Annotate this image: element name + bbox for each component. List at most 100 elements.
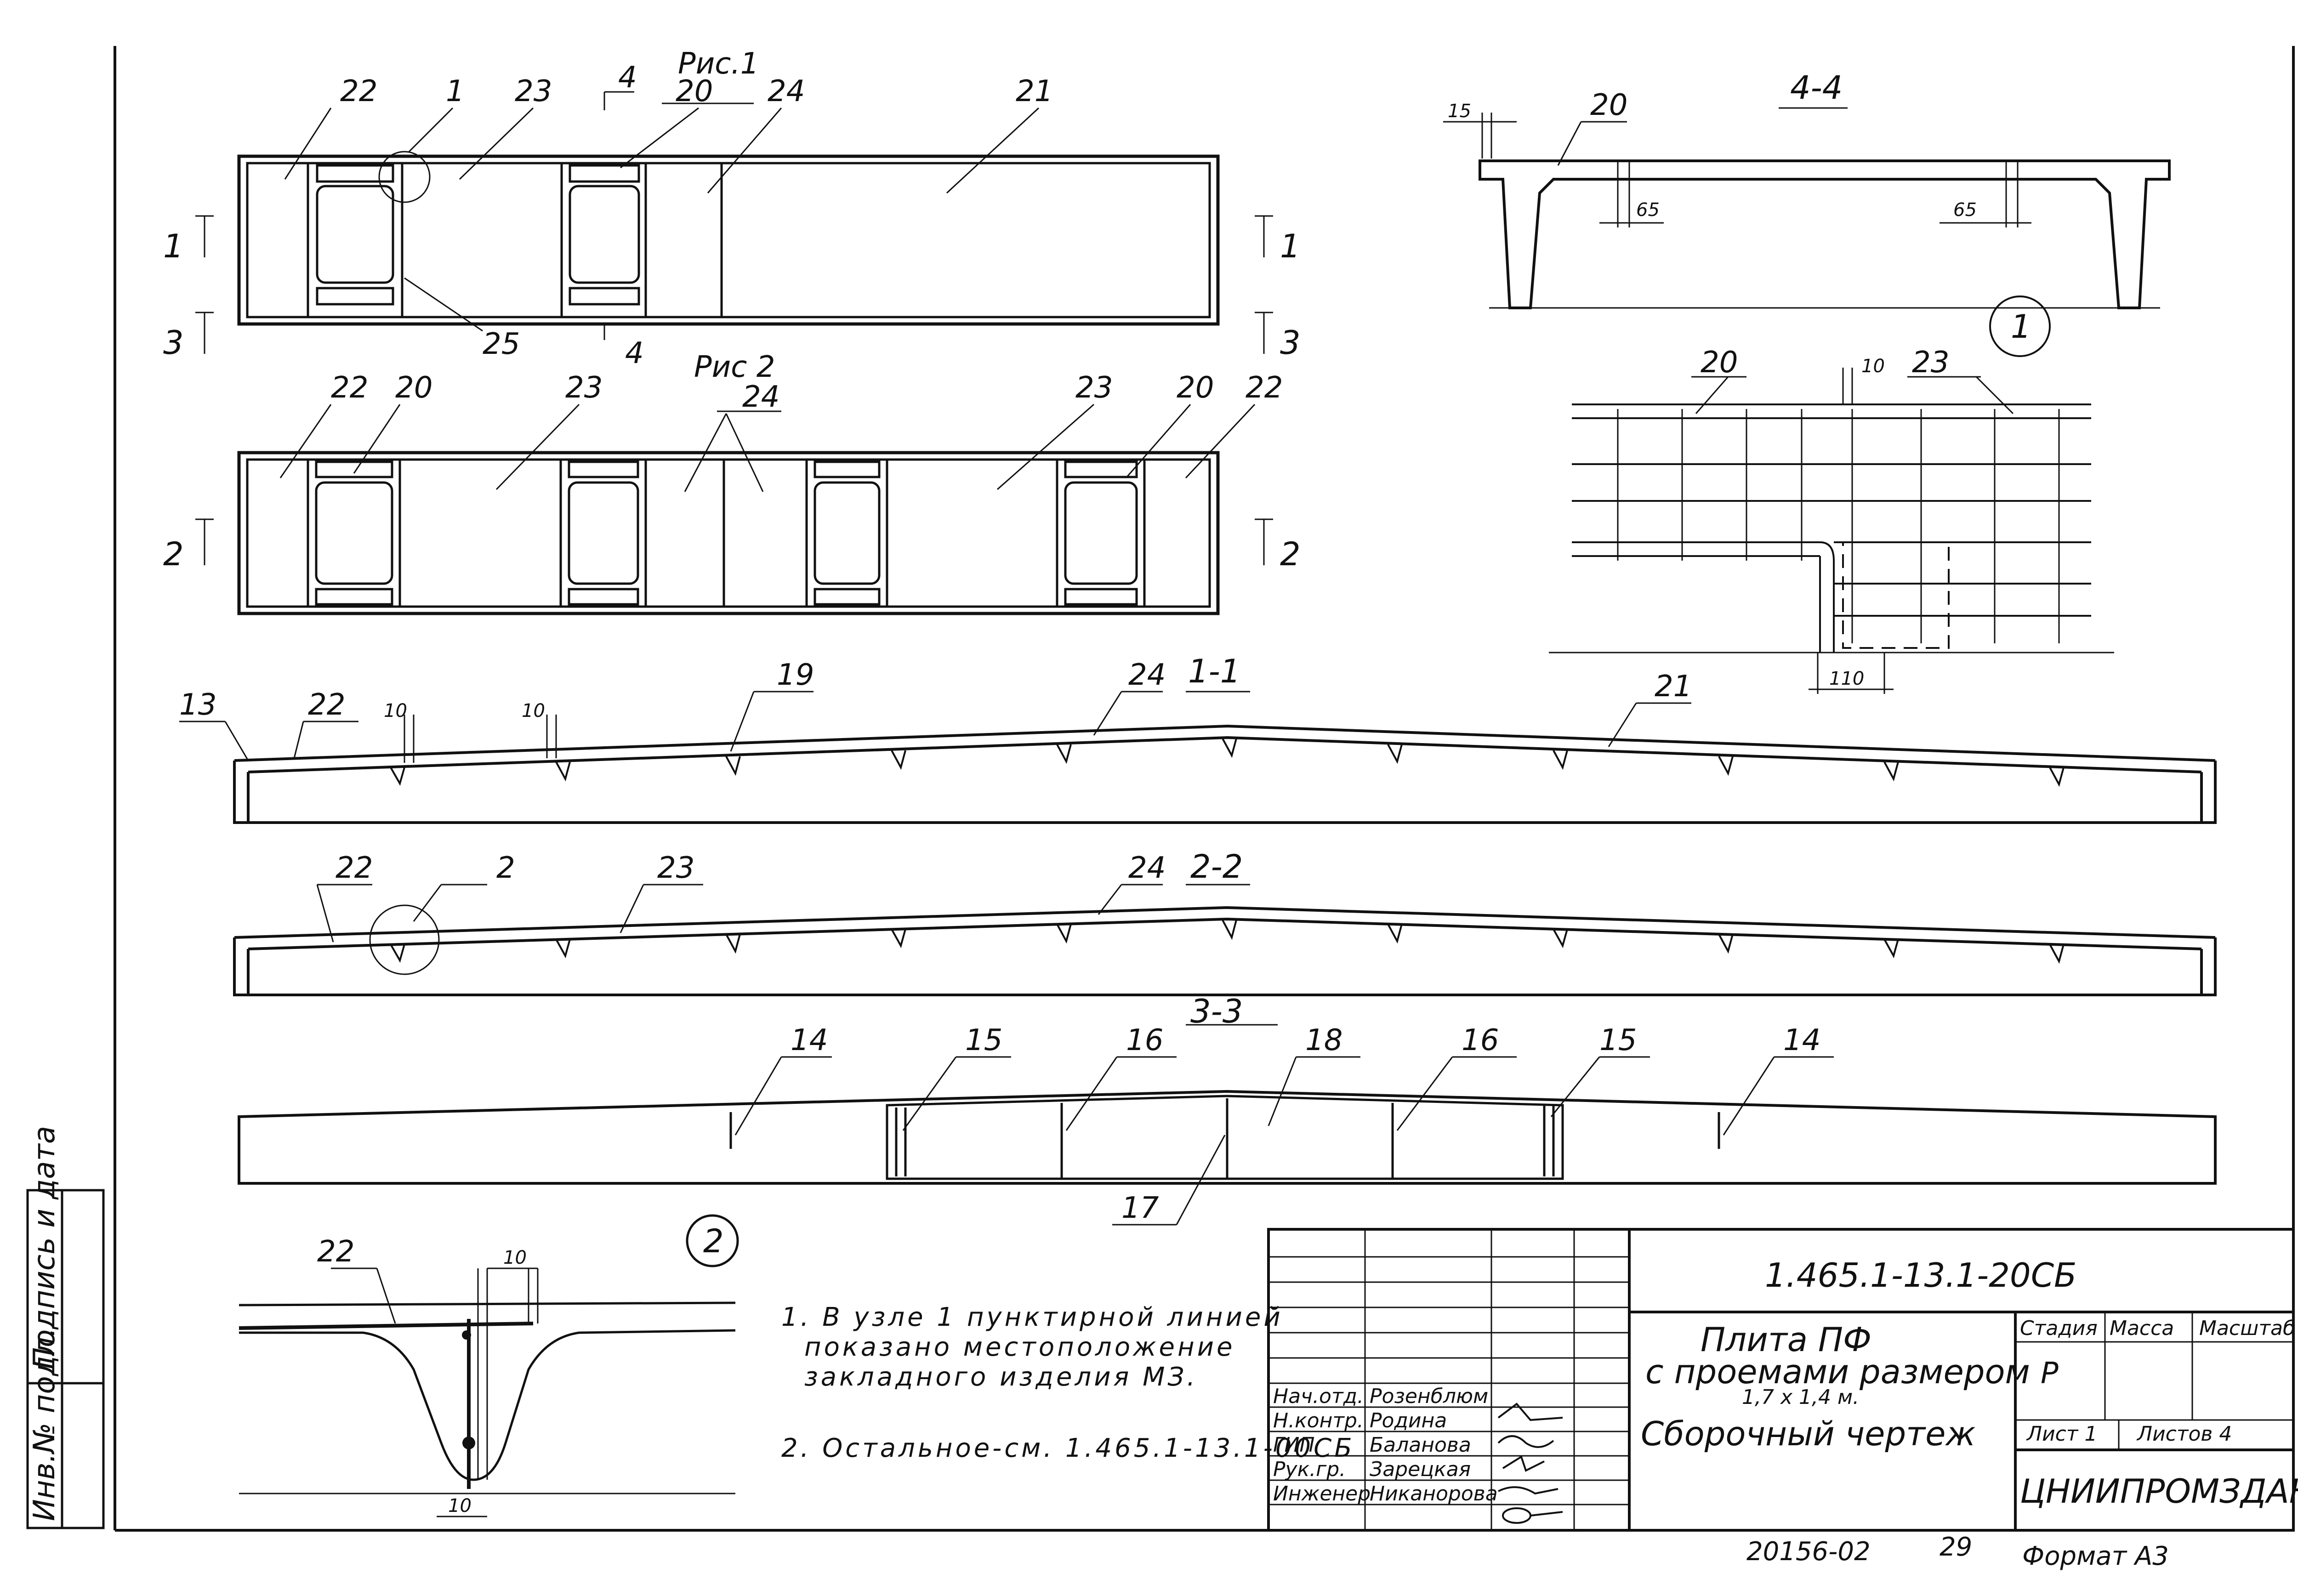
section-2-2-label-23: 23 <box>657 851 694 885</box>
product-name-line-4: Сборочный чертеж <box>1641 1414 1975 1453</box>
plan-a-label-25: 25 <box>483 327 520 361</box>
page-number: 29 <box>1940 1532 1972 1562</box>
node-2-dim-10b: 10 <box>448 1495 472 1516</box>
plan-b-label-24: 24 <box>742 380 779 414</box>
section-3-3-label-14b: 14 <box>1783 1023 1820 1057</box>
node-2-rebar-dot-top <box>462 1330 471 1340</box>
plan-b-label-22b: 22 <box>1246 371 1283 405</box>
section-3-3: 3-3 14 15 16 18 16 15 14 17 <box>238 993 2217 1226</box>
node-2: 2 22 10 10 <box>239 1214 739 1517</box>
section-4-4-dim-65b: 65 <box>1953 199 1977 221</box>
staff-role-4: Рук.гр. <box>1273 1458 1346 1481</box>
section-3-3-label-15a: 15 <box>965 1023 1002 1057</box>
staff-role-3: ГИП <box>1273 1433 1315 1457</box>
plan-a-label-1: 1 <box>446 74 465 108</box>
product-name-line-3: 1,7 х 1,4 м. <box>1742 1386 1859 1409</box>
node-2-dim-10a: 10 <box>503 1247 527 1268</box>
plan-b-label-23b: 23 <box>1075 371 1113 405</box>
header-mass: Масса <box>2110 1317 2174 1340</box>
stage-value: Р <box>2041 1357 2059 1391</box>
staff-name-5: Никанорова <box>1370 1482 1498 1505</box>
product-name-line-1: Плита ПФ <box>1701 1320 1871 1359</box>
document-code: 1.465.1-13.1-20СБ <box>1765 1256 2076 1295</box>
note-2: 2. Остальное-см. 1.465.1-13.1-00СБ <box>781 1433 1355 1463</box>
section-3-3-label-18: 18 <box>1305 1023 1342 1057</box>
section-1-1-dim-10a: 10 <box>384 700 407 721</box>
note-1-line-3: закладного изделия МЗ. <box>804 1362 1198 1392</box>
section-3-3-label-14a: 14 <box>791 1023 828 1057</box>
section-2-2: 2-2 22 2 23 24 <box>233 848 2217 996</box>
cut-2-left: 2 <box>163 535 184 573</box>
staff-name-4: Зарецкая <box>1370 1458 1471 1481</box>
left-binding-strip <box>26 1189 105 1529</box>
section-3-3-label-16a: 16 <box>1126 1023 1163 1057</box>
sheet-number: Лист 1 <box>2026 1422 2097 1446</box>
section-1-1-label-21: 21 <box>1655 670 1692 704</box>
plan-b-label-22a: 22 <box>331 371 368 405</box>
section-4-4-dim-65a: 65 <box>1636 199 1660 221</box>
archive-number: 20156-02 <box>1746 1537 1871 1567</box>
plan-a-title: Рис.1 <box>678 47 759 81</box>
section-1-1-label-13: 13 <box>179 688 216 722</box>
cut-3-right: 3 <box>1280 324 1301 362</box>
node-2-rebar-dot <box>462 1437 475 1449</box>
header-scale: Масштаб <box>2199 1317 2295 1340</box>
cut-1-left: 1 <box>163 227 184 265</box>
node-1-dim-10: 10 <box>1861 356 1885 377</box>
plan-a-label-24: 24 <box>768 74 805 108</box>
section-1-1-label-19: 19 <box>777 658 814 692</box>
section-3-3-title: 3-3 <box>1190 993 1243 1030</box>
plan-a-label-23: 23 <box>515 74 552 108</box>
section-2-2-title: 2-2 <box>1190 848 1243 886</box>
section-1-1: 1-1 13 22 19 24 21 10 10 <box>179 653 2217 824</box>
section-2-2-label-22: 22 <box>336 851 373 885</box>
paper-format: Формат А3 <box>2022 1541 2169 1571</box>
section-3-3-label-15b: 15 <box>1599 1023 1637 1057</box>
section-4-4-dim-15: 15 <box>1448 101 1471 122</box>
cut-4-top: 4 <box>618 61 637 95</box>
section-2-2-label-2: 2 <box>496 851 515 885</box>
signature-date-label: Подпись и дата <box>28 1126 62 1369</box>
sheets-total: Листов 4 <box>2136 1422 2232 1446</box>
node-2-label-22: 22 <box>317 1235 354 1269</box>
section-3-3-label-16b: 16 <box>1462 1023 1499 1057</box>
plan-b-label-20a: 20 <box>395 371 432 405</box>
organization-name: ЦНИИПРОМЗДАНИЙ <box>2020 1472 2298 1511</box>
section-2-2-label-24: 24 <box>1128 851 1166 885</box>
cut-4-bottom: 4 <box>625 336 644 370</box>
section-4-4: 4-4 20 15 65 65 <box>1443 69 2171 309</box>
section-3-3-label-17: 17 <box>1121 1191 1159 1225</box>
node-2-marker: 2 <box>703 1222 724 1260</box>
note-1-line-1: 1. В узле 1 пунктирной линией <box>781 1302 1283 1332</box>
node-1-label-23: 23 <box>1912 346 1949 380</box>
section-4-4-label-20: 20 <box>1590 88 1627 122</box>
section-1-1-dim-10b: 10 <box>522 700 545 721</box>
section-1-1-title: 1-1 <box>1188 653 1240 690</box>
plan-b: Рис 2 22 20 23 24 23 20 22 2 2 <box>163 350 1301 615</box>
staff-role-5: Инженер <box>1273 1482 1371 1505</box>
inventory-number-label: Инв.№ подл. <box>28 1328 62 1521</box>
title-block: 1.465.1-13.1-20СБ Плита ПФ с проемами ра… <box>1267 1228 2298 1532</box>
section-4-4-title: 4-4 <box>1790 69 1843 107</box>
node-1-dim-110: 110 <box>1829 668 1864 689</box>
plan-a-label-22: 22 <box>340 74 377 108</box>
plan-b-label-23a: 23 <box>565 371 603 405</box>
staff-name-3: Баланова <box>1370 1433 1471 1457</box>
staff-role-2: Н.контр. <box>1273 1409 1364 1432</box>
plan-b-label-20b: 20 <box>1177 371 1214 405</box>
plan-b-title: Рис 2 <box>694 350 775 384</box>
product-name-line-2: с проемами размером <box>1645 1352 2030 1391</box>
section-1-1-label-24: 24 <box>1128 658 1166 692</box>
general-notes: 1. В узле 1 пунктирной линией показано м… <box>781 1302 1355 1463</box>
staff-role-1: Нач.отд. <box>1273 1385 1364 1408</box>
section-1-1-label-22: 22 <box>308 688 345 722</box>
staff-name-1: Розенблюм <box>1370 1385 1488 1408</box>
plan-a-label-20: 20 <box>676 74 713 108</box>
node-1: 1 20 23 10 110 <box>1549 295 2114 694</box>
cut-2-right: 2 <box>1280 535 1301 573</box>
node-1-marker: 1 <box>2011 308 2031 346</box>
plan-a: Рис.1 22 1 23 20 24 21 25 1 3 1 3 4 4 <box>163 47 1301 370</box>
node-1-label-20: 20 <box>1701 346 1738 380</box>
plan-a-label-21: 21 <box>1016 74 1053 108</box>
